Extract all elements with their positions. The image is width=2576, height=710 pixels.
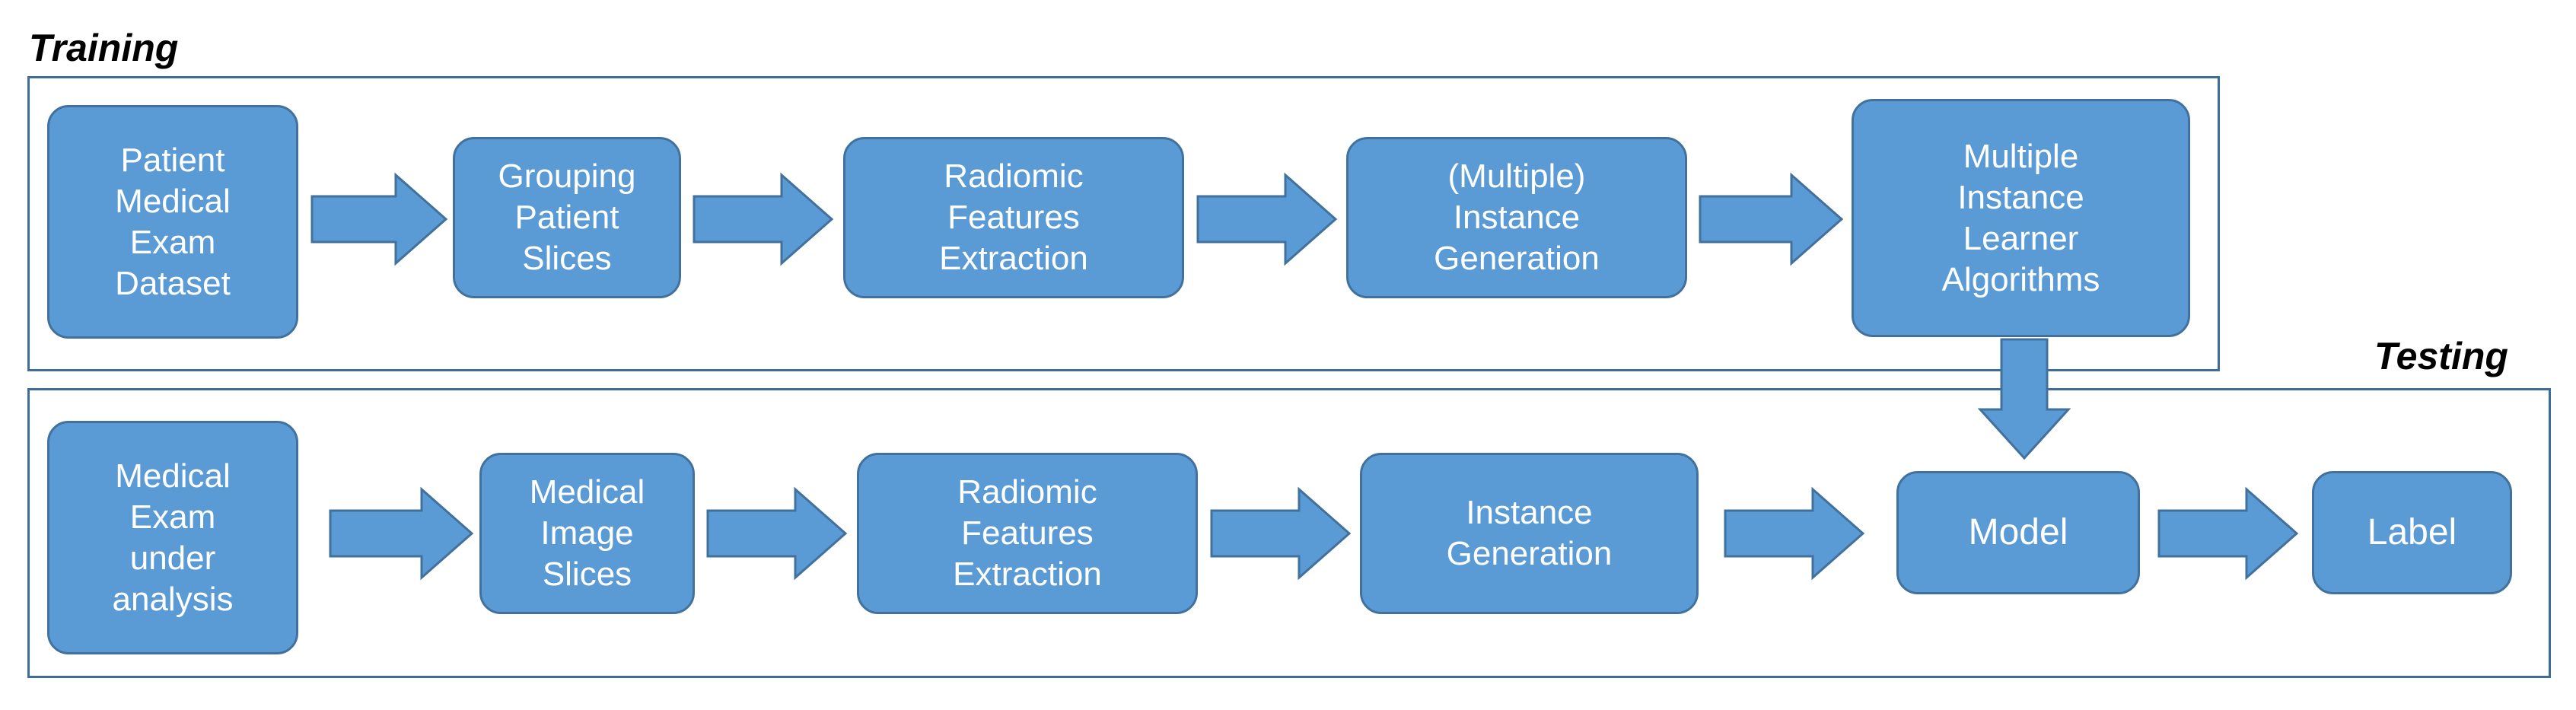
arrow-right-icon	[329, 486, 474, 581]
node-medical-exam-under-analysis: Medical Exam under analysis	[47, 421, 298, 654]
node-label: Label	[2312, 471, 2512, 594]
arrow-down-icon	[1977, 338, 2071, 460]
node-multiple-instance-learner-algorithms: Multiple Instance Learner Algorithms	[1852, 99, 2190, 337]
node-multiple-instance-generation: (Multiple) Instance Generation	[1346, 137, 1687, 298]
arrow-right-icon	[706, 486, 848, 581]
testing-title: Testing	[2374, 335, 2508, 377]
arrow-right-icon	[310, 172, 448, 266]
node-instance-generation: Instance Generation	[1360, 453, 1699, 614]
arrow-right-icon	[2157, 486, 2299, 581]
node-medical-image-slices: Medical Image Slices	[479, 453, 695, 614]
node-grouping-patient-slices: Grouping Patient Slices	[453, 137, 681, 298]
arrow-right-icon	[1196, 172, 1338, 266]
arrow-right-icon	[1699, 172, 1844, 266]
node-patient-medical-exam-dataset: Patient Medical Exam Dataset	[47, 105, 298, 339]
arrow-right-icon	[1724, 486, 1865, 581]
arrow-right-icon	[693, 172, 834, 266]
node-model: Model	[1896, 471, 2140, 594]
node-radiomic-features-extraction-training: Radiomic Features Extraction	[843, 137, 1184, 298]
node-radiomic-features-extraction-testing: Radiomic Features Extraction	[857, 453, 1198, 614]
arrow-right-icon	[1210, 486, 1352, 581]
training-title: Training	[29, 27, 179, 69]
